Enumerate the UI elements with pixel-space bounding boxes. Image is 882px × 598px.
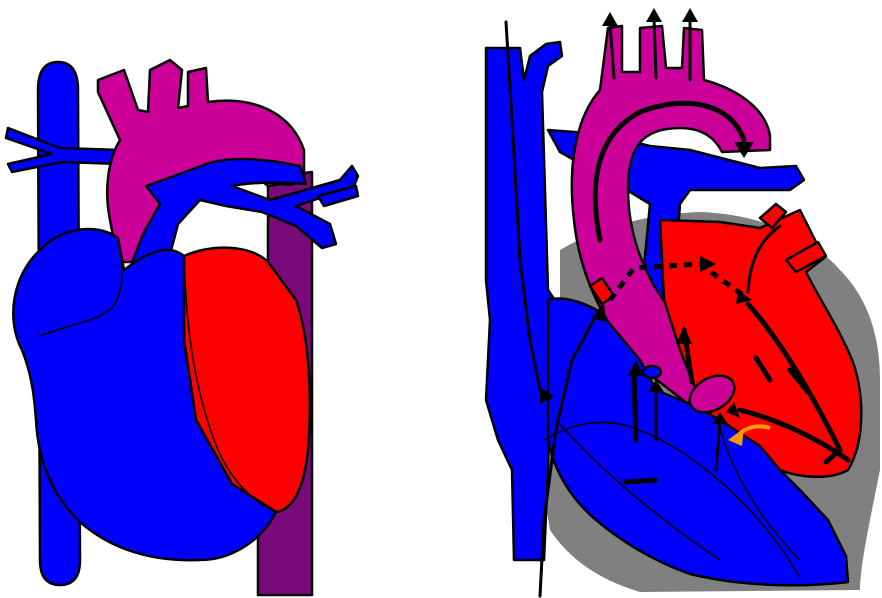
flow-line-rv-1 bbox=[634, 374, 636, 440]
arrowhead-outlet-1 bbox=[602, 12, 618, 26]
pulmonary-valve-ring bbox=[643, 366, 661, 378]
flow-line-rv-4 bbox=[626, 480, 656, 482]
flow-line-outlet-2 bbox=[654, 18, 656, 78]
external-heart-view bbox=[6, 60, 358, 595]
arrowhead-outlet-3 bbox=[682, 8, 698, 22]
internal-flow-view bbox=[486, 8, 880, 596]
arrowhead-outlet-2 bbox=[646, 8, 662, 22]
